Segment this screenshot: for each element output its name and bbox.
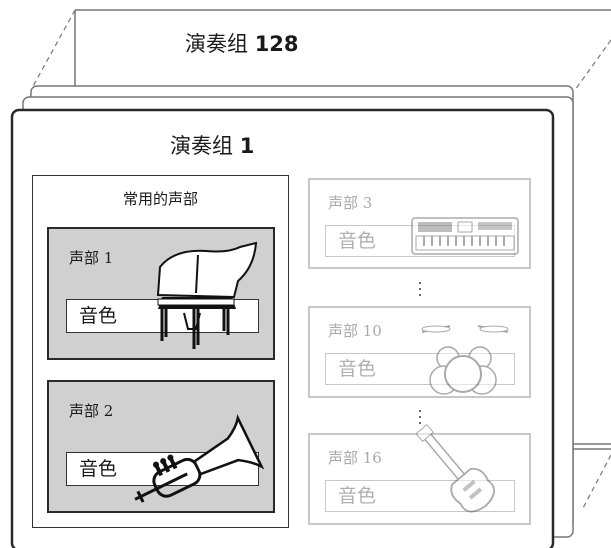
part-16-label: 声部 16 [328, 449, 382, 467]
trumpet-icon [134, 414, 264, 503]
common-parts-title: 常用的声部 [122, 190, 198, 208]
part-16-voice: 音色 [325, 480, 515, 512]
performance-128-title: 演奏组 128 [185, 28, 299, 58]
part-2-label: 声部 2 [69, 402, 114, 420]
part-1-label: 声部 1 [69, 249, 114, 267]
ellipsis-dots-1 [418, 282, 422, 300]
performance-1-prefix: 演奏组 [170, 134, 233, 158]
part-10-voice: 音色 [325, 353, 515, 385]
grand-piano-icon [156, 241, 258, 349]
performance-1-number: 1 [239, 134, 255, 158]
part-16-box: 声部 16 音色 [308, 423, 531, 525]
part-10-box: 声部 10 音色 [308, 306, 531, 398]
part-3-label: 声部 3 [328, 194, 373, 212]
electric-guitar-icon [415, 423, 496, 513]
performance-128-number: 128 [254, 32, 299, 56]
part-10-label: 声部 10 [328, 322, 382, 340]
part-1-box: 声部 1 音色 [47, 227, 275, 360]
drum-kit-icon [421, 325, 509, 395]
keyboard-synth-icon [411, 217, 519, 255]
ellipsis-dots-2 [418, 410, 422, 428]
performance-1-title: 演奏组 1 [170, 130, 254, 160]
part-2-box: 声部 2 音色 [47, 380, 275, 513]
part-3-box: 声部 3 音色 [308, 178, 531, 269]
performance-128-prefix: 演奏组 [185, 32, 248, 56]
